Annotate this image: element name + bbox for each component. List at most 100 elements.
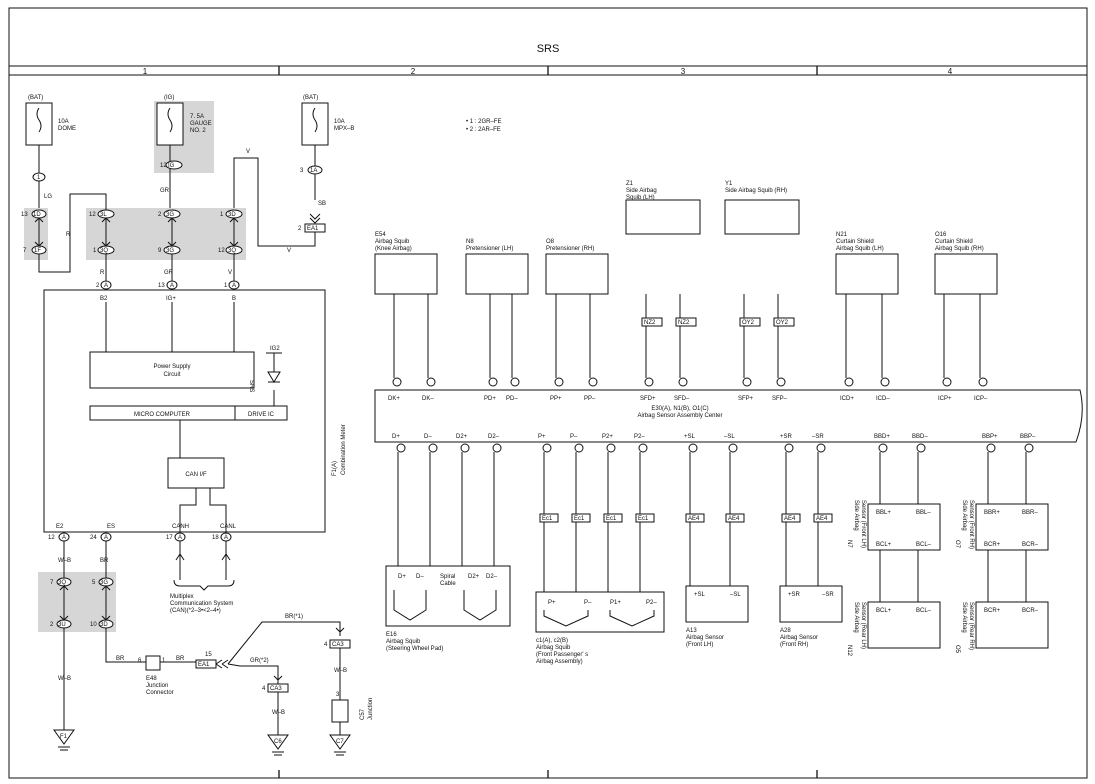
ecu-bottom-pin: BBP+ (982, 434, 998, 440)
svg-text:2: 2 (50, 622, 54, 628)
svg-text:BCR–: BCR– (1022, 608, 1039, 614)
svg-text:1F: 1F (34, 248, 41, 254)
inline-connector-label: Ec1 (574, 516, 585, 522)
svg-text:BR: BR (116, 656, 125, 662)
svg-text:(CAN)(*2–3•<2–4•): (CAN)(*2–3•<2–4•) (170, 608, 221, 614)
pin-circle (816, 443, 826, 453)
svg-text:CA3: CA3 (270, 686, 282, 692)
meter-pin-ig: IG+ (166, 296, 176, 302)
svg-text:3G: 3G (166, 248, 174, 254)
pin-circle (776, 377, 786, 387)
column-label-2: 2 (411, 67, 416, 76)
svg-text:BCR+: BCR+ (984, 608, 1001, 614)
svg-text:P–: P– (584, 600, 592, 606)
svg-text:3G: 3G (100, 580, 108, 586)
svg-text:V: V (246, 149, 250, 155)
svg-text:BBR–: BBR– (1022, 510, 1038, 516)
inline-connector (781, 513, 801, 523)
fuse-gauge-source: (IG) (164, 95, 174, 101)
svg-text:3: 3 (336, 692, 340, 698)
svg-text:13: 13 (21, 212, 28, 218)
ecu-bottom-pin: P– (570, 434, 578, 440)
svg-text:BCR+: BCR+ (984, 542, 1001, 548)
pin-circle (606, 443, 616, 453)
fuse-mpx (301, 102, 329, 146)
svg-text:CAN I/F: CAN I/F (185, 472, 207, 478)
svg-text:Side Airbag: Side Airbag (961, 602, 967, 633)
svg-text:N8: N8 (466, 239, 474, 245)
pin-circle (742, 377, 752, 387)
svg-text:A: A (104, 535, 108, 541)
svg-text:CA3: CA3 (332, 642, 344, 648)
inline-connector-label: AE4 (816, 516, 828, 522)
fuse-dome-amp: 10A (58, 119, 69, 125)
svg-text:E16: E16 (386, 632, 397, 638)
inline-connector-label: Ec1 (638, 516, 649, 522)
svg-text:W–B: W–B (334, 668, 347, 674)
pin-circle (426, 377, 436, 387)
svg-text:Side Airbag: Side Airbag (626, 188, 657, 194)
pin-circle (1024, 443, 1034, 453)
svg-text:N7: N7 (846, 540, 852, 548)
svg-text:A: A (178, 535, 182, 541)
svg-text:2: 2 (158, 212, 162, 218)
ecu-bottom-pin: P2– (634, 434, 645, 440)
pin-circle (678, 377, 688, 387)
ecu-top-pin: PD+ (484, 396, 496, 402)
svg-text:7: 7 (23, 248, 27, 254)
fuse-mpx-name: MPX–B (334, 126, 354, 132)
ecu-top-pin: PP– (584, 396, 596, 402)
svg-text:C6: C6 (274, 739, 282, 745)
drive-ic (234, 405, 288, 421)
svg-text:Airbag Squib (LH): Airbag Squib (LH) (836, 246, 884, 252)
component-n7: BBL+BBL– BCL+BCL– N7 Side Airbag Sensor … (846, 500, 941, 551)
component-n8: N8 Pretensioner (LH) (465, 239, 529, 295)
meter-pin-b2: B2 (100, 296, 108, 302)
inline-connector-label: AE4 (728, 516, 740, 522)
svg-text:Side Airbag: Side Airbag (853, 602, 859, 633)
component-a13: +SL–SL A13 Airbag Sensor (Front LH) (685, 585, 749, 648)
svg-text:(Front RH): (Front RH) (780, 642, 808, 648)
svg-text:D2–: D2– (486, 574, 498, 580)
pin-circle (588, 377, 598, 387)
component-c1-c2: P+P– P1+P2– c1(A), c2(B) Airbag Squib (F… (535, 591, 665, 665)
svg-text:E48: E48 (146, 676, 157, 682)
svg-text:Curtain Shield: Curtain Shield (836, 239, 874, 245)
fuse-dome-name: DOME (58, 126, 76, 132)
ecu-bottom-pin: D2+ (456, 434, 468, 440)
svg-text:W–B: W–B (58, 558, 71, 564)
component-n21: N21 Curtain Shield Airbag Squib (LH) (835, 232, 899, 295)
svg-text:3L: 3L (100, 212, 107, 218)
ig2-label: IG2 (270, 346, 280, 352)
svg-text:C7: C7 (336, 739, 344, 745)
svg-text:3Q: 3Q (228, 248, 236, 254)
ecu-top-pin: SFD– (674, 396, 690, 402)
svg-text:GR(*2): GR(*2) (250, 658, 269, 664)
can-interface (167, 457, 225, 489)
fuse-mpx-source: (BAT) (303, 95, 318, 101)
svg-text:+SL: +SL (694, 592, 706, 598)
svg-text:(Steering Wheel Pad): (Steering Wheel Pad) (386, 646, 443, 652)
fuse-gauge-name: GAUGE (190, 121, 212, 127)
svg-text:Airbag Assembly): Airbag Assembly) (536, 659, 583, 665)
svg-text:BR(*1): BR(*1) (285, 614, 303, 620)
svg-text:2: 2 (298, 226, 302, 232)
svg-text:D2+: D2+ (468, 574, 480, 580)
svg-text:3G: 3G (166, 212, 174, 218)
svg-text:12: 12 (89, 212, 96, 218)
svg-text:O8: O8 (546, 239, 555, 245)
diagram-title: SRS (537, 43, 560, 55)
svg-text:R: R (100, 270, 105, 276)
svg-text:E30(A), N1(B), O1(C): E30(A), N1(B), O1(C) (651, 406, 708, 412)
ecu-top-pin: ICP+ (938, 396, 952, 402)
svg-text:EA1: EA1 (198, 662, 210, 668)
component-n12: BCL+BCL– N12 Side Airbag Sensor (Rear LH… (846, 601, 941, 657)
inline-connector (813, 513, 833, 523)
pin-circle (784, 443, 794, 453)
svg-text:D–: D– (416, 574, 424, 580)
svg-text:1A: 1A (310, 168, 317, 174)
svg-text:EA1: EA1 (307, 226, 319, 232)
svg-text:Airbag Sensor: Airbag Sensor (686, 635, 724, 641)
svg-text:W–B: W–B (272, 710, 285, 716)
